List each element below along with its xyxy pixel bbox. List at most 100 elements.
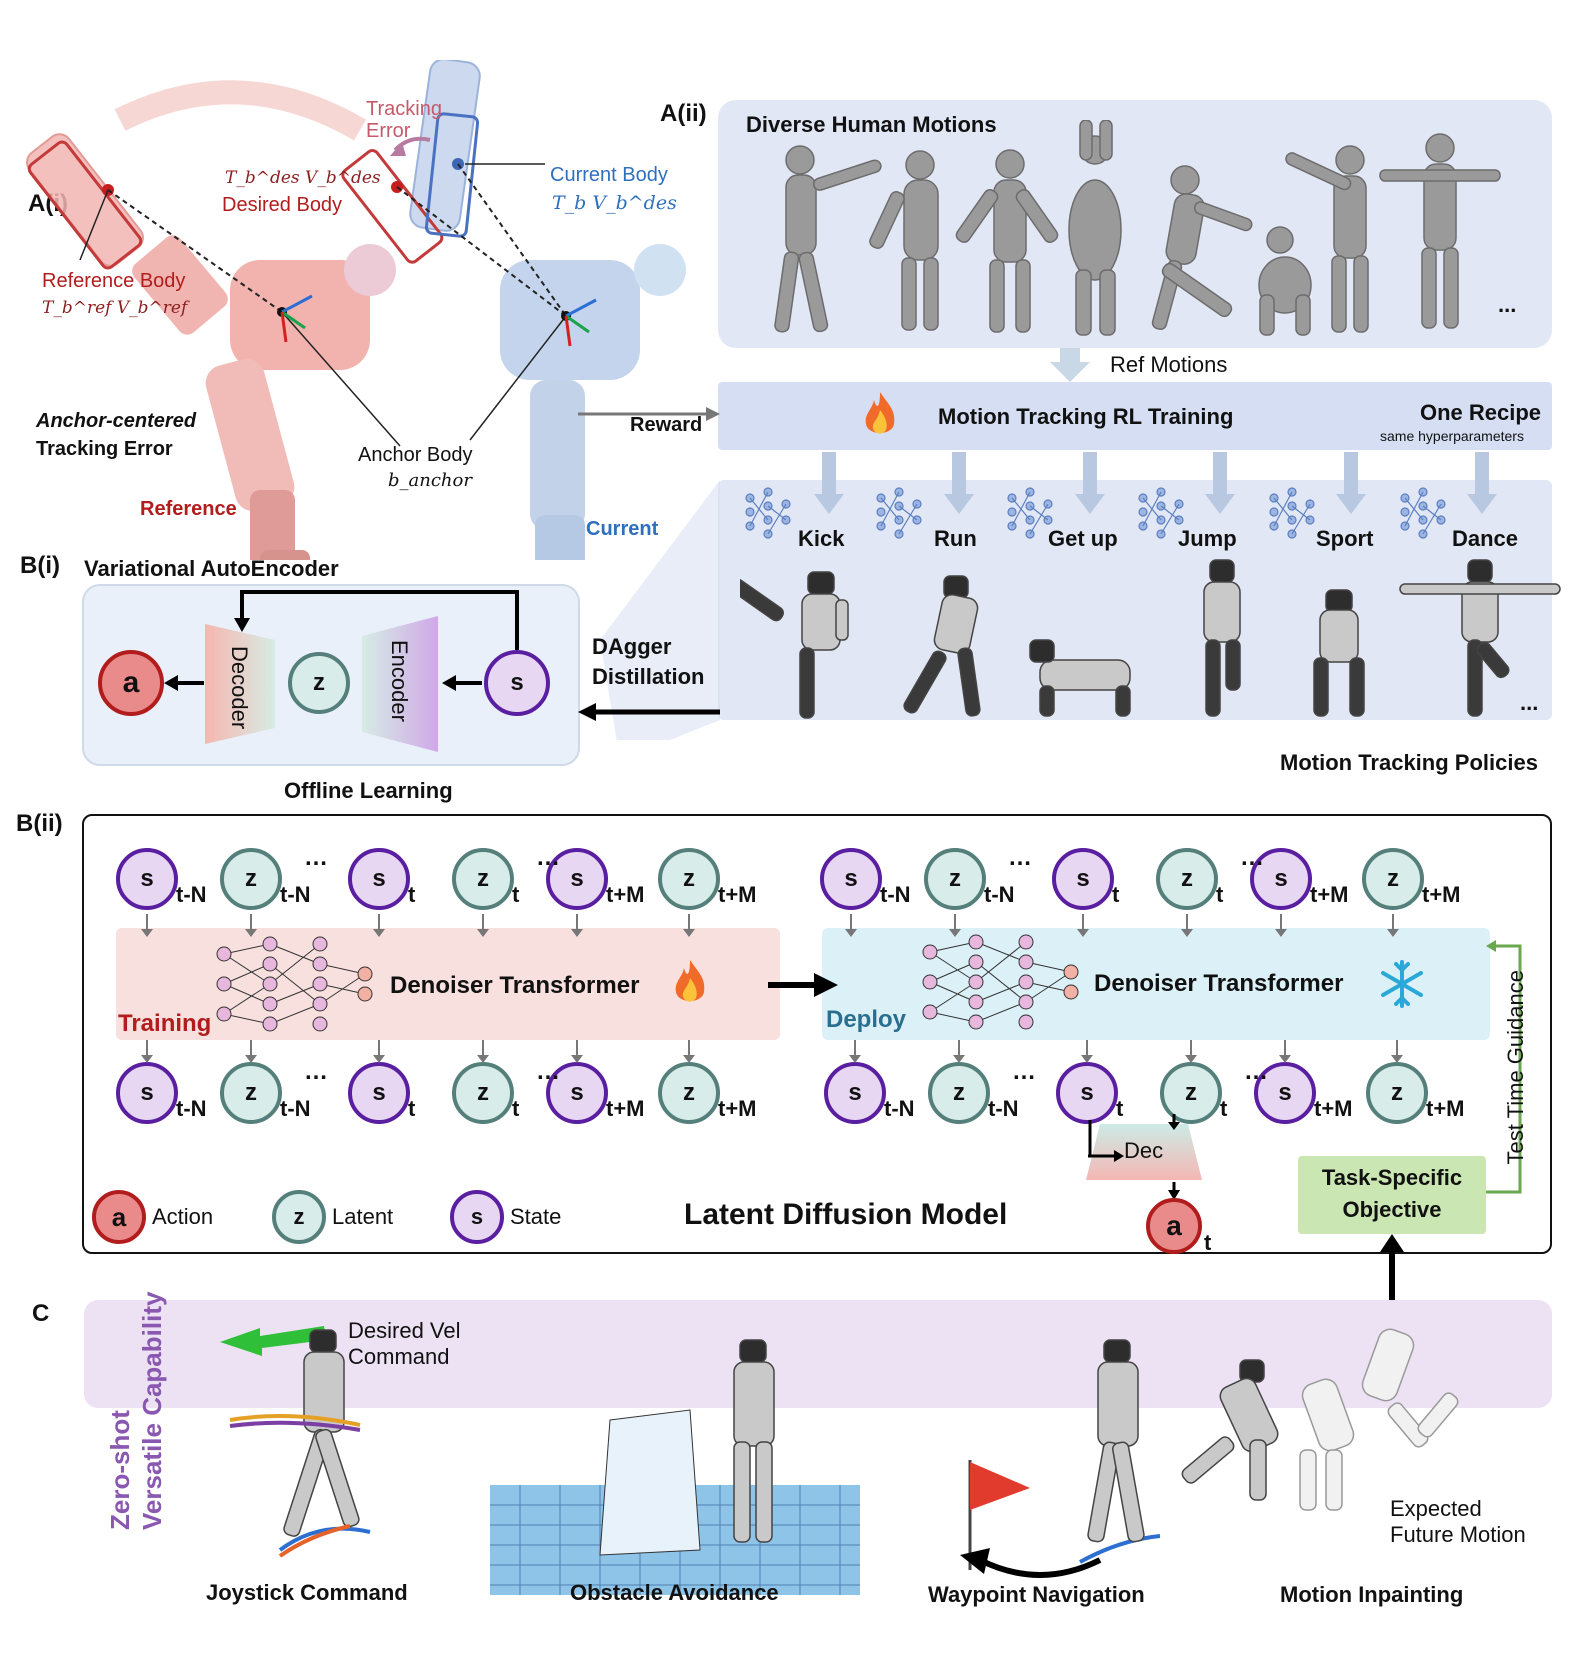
human-figure-4 (1068, 120, 1122, 336)
deploy-output-ellipsis: … (1244, 1058, 1268, 1085)
training-input-token-z-t-N: z (220, 848, 282, 910)
section-label-c: C (32, 1300, 50, 1327)
skill-label-get-up: Get up (1048, 526, 1118, 551)
skill-label-jump: Jump (1178, 526, 1237, 551)
training-output-flow-arrow (373, 1040, 385, 1063)
training-input-token-z-t+M: z (658, 848, 720, 910)
deploy-input-subscript-t: t (1216, 882, 1224, 907)
training-input-token-z-t: z (452, 848, 514, 910)
waypoint-scene (960, 1460, 1161, 1578)
section-label-bi: B(i) (20, 552, 60, 579)
robot-obstacle (733, 1339, 775, 1543)
rl-training-bar (718, 382, 1552, 450)
flag-icon (970, 1462, 1030, 1510)
offline-learning-label: Offline Learning (284, 778, 453, 803)
skill-label-kick: Kick (798, 526, 845, 551)
training-output-token-s-t+M: s (546, 1062, 608, 1124)
training-output-ellipsis: … (304, 1058, 328, 1085)
caption-waypoint: Waypoint Navigation (928, 1582, 1145, 1607)
training-output-token-s-t-N: s (116, 1062, 178, 1124)
one-recipe-label: One Recipe (1420, 400, 1542, 425)
deploy-output-flow-arrow (1391, 1040, 1403, 1063)
deploy-output-flow-arrow (953, 1040, 965, 1063)
deploy-input-token-z-t: z (1156, 848, 1218, 910)
deploy-input-flow-arrow (1387, 914, 1399, 937)
training-output-subscript-t+M: t+M (606, 1096, 645, 1121)
legend-state-node: s (450, 1190, 504, 1244)
capability-scenes (220, 1326, 1459, 1595)
training-output-flow-arrow (683, 1040, 695, 1063)
training-input-ellipsis: … (536, 844, 560, 871)
deploy-action-node: a (1146, 1198, 1202, 1254)
distillation-funnel (600, 480, 720, 740)
training-output-subscript-t-N: t-N (176, 1096, 207, 1121)
robot-jump (1203, 559, 1241, 717)
encoder-block (362, 616, 438, 752)
training-input-token-s-t+M: s (546, 848, 608, 910)
deploy-input-token-s-t-N: s (820, 848, 882, 910)
deploy-output-token-s-t: s (1056, 1062, 1118, 1124)
snowflake-icon (1381, 960, 1423, 1008)
vae-title: Variational AutoEncoder (84, 556, 339, 581)
human-figure-1 (774, 145, 882, 333)
deploy-output-flow-arrow (1279, 1040, 1291, 1063)
anchor-tracking-illustration (26, 60, 686, 560)
network-icon-6 (1400, 487, 1446, 539)
deploy-input-token-s-t+M: s (1250, 848, 1312, 910)
training-output-flow-arrow (571, 1040, 583, 1063)
human-figure-6 (1258, 226, 1312, 336)
deploy-input-flow-arrow (949, 914, 961, 937)
tracking-error-caption: Tracking Error (36, 438, 173, 460)
deploy-output-subscript-t: t (1116, 1096, 1124, 1121)
deploy-input-flow-arrow (845, 914, 857, 937)
test-time-guidance-label: Test Time Guidance (1503, 970, 1528, 1165)
anchor-body-label: Anchor Body (358, 444, 473, 466)
human-figure-7 (1285, 145, 1369, 333)
deploy-output-flow-arrow (849, 1040, 861, 1063)
reward-arrow (578, 407, 720, 421)
training-output-subscript-t: t (408, 1096, 416, 1121)
training-input-flow-arrow (571, 914, 583, 937)
reference-body-label: Reference Body (42, 270, 186, 292)
diverse-motions-panel (718, 100, 1552, 348)
decoder-flow-arrows (1088, 1114, 1180, 1200)
deploy-input-token-z-t-N: z (924, 848, 986, 910)
network-icon-4 (1138, 487, 1184, 539)
deploy-network-icon (922, 934, 1079, 1030)
deploy-output-token-z-t+M: z (1366, 1062, 1428, 1124)
training-output-token-z-t-N: z (220, 1062, 282, 1124)
robot-policy-figures (740, 559, 1561, 719)
deploy-input-subscript-t+M: t+M (1422, 882, 1461, 907)
deploy-output-token-s-t+M: s (1254, 1062, 1316, 1124)
caption-inpainting: Motion Inpainting (1280, 1582, 1464, 1607)
deploy-denoiser-label: Denoiser Transformer (1094, 970, 1344, 997)
training-denoiser-label: Denoiser Transformer (390, 972, 640, 999)
reference-body-symbol: T_b^ref V_b^ref (42, 298, 188, 318)
skill-label-dance: Dance (1452, 526, 1519, 551)
training-output-flow-arrow (477, 1040, 489, 1063)
deploy-input-flow-arrow (1181, 914, 1193, 937)
decoder-block (205, 624, 275, 744)
legend-action-label: Action (152, 1204, 214, 1229)
vae-state-node: s (484, 650, 550, 716)
robot-kick (740, 571, 849, 719)
rl-training-label: Motion Tracking RL Training (938, 404, 1234, 429)
training-output-token-z-t+M: z (658, 1062, 720, 1124)
deploy-output-subscript-t: t (1220, 1096, 1228, 1121)
training-output-flow-arrow (141, 1040, 153, 1063)
current-body-label: Current Body (550, 164, 668, 186)
ldm-panel (82, 814, 1552, 1254)
vae-arrows (164, 590, 519, 691)
training-output-token-z-t: z (452, 1062, 514, 1124)
caption-joystick: Joystick Command (206, 1580, 408, 1605)
skill-label-sport: Sport (1316, 526, 1374, 551)
robot-inpainting (1181, 1359, 1279, 1501)
robot-dance (1399, 559, 1561, 717)
deploy-output-subscript-t+M: t+M (1426, 1096, 1465, 1121)
human-motions-ellipsis: ... (1498, 292, 1517, 317)
diverse-motions-title: Diverse Human Motions (746, 112, 997, 137)
policies-panel (718, 480, 1552, 720)
legend-state-label: State (510, 1204, 562, 1229)
